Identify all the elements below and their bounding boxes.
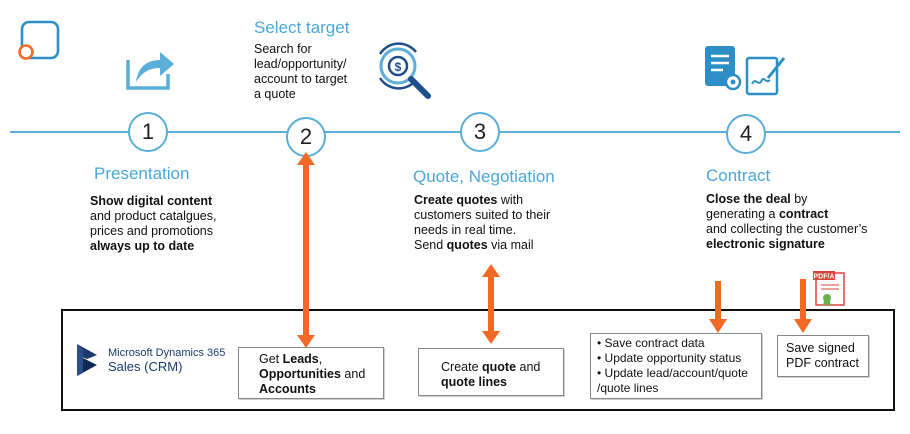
pdf-certificate-icon: PDF/A [813,270,849,313]
double-arrow-step-2 [296,152,316,348]
pdf-badge: PDF/A [814,274,835,281]
desc-line: lead/opportunity/ [254,57,347,71]
document-settings-icon [703,44,743,97]
step-number: 4 [739,121,753,146]
target-search-icon: $ [372,42,436,109]
double-arrow-step-3 [481,264,501,344]
step-4-title: Contract [706,166,771,185]
note-line: PDF contract [786,356,859,370]
signed-contract-note: Save signed PDF contract [777,335,869,377]
step-2-description: Search for lead/opportunity/ account to … [254,42,347,102]
crm-product: Sales (CRM) [108,359,183,374]
desc-line: always up to date [90,239,195,253]
down-arrow-contract-data [708,281,728,333]
desc-line: customers suited to their [414,208,551,222]
step-2-title: Select target [254,18,350,37]
note-bullet: /quote lines [597,381,659,395]
note-bullet: • Update lead/account/quote [597,366,748,380]
share-icon [122,44,176,97]
timeline-line [10,131,900,133]
desc-line: generating a contract [706,207,829,221]
step-3-description: Create quotes with customers suited to t… [414,193,550,253]
contract-updates-note: • Save contract data • Update opportunit… [590,333,762,399]
note-line: Opportunities and [259,367,366,381]
step-1-circle: 1 [128,112,168,152]
desc-line: and collecting the customer’s [706,222,868,236]
step-number: 2 [299,124,313,149]
desc-line: needs in real time. [414,223,517,237]
step-3-title: Quote, Negotiation [413,167,555,186]
crm-label: Microsoft Dynamics 365 Sales (CRM) [108,346,225,374]
step-4-circle: 4 [726,114,766,154]
desc-line: Show digital content [90,194,213,208]
desc-line: Send quotes via mail [414,238,534,252]
note-line: quote lines [441,375,507,389]
app-logo-icon [16,18,62,69]
desc-line: and product catalgues, [90,209,217,223]
leads-note: Get Leads, Opportunities and Accounts [238,347,384,399]
note-line: Create quote and [441,360,541,374]
signature-icon [744,52,788,103]
desc-line: a quote [254,87,296,101]
desc-line: Search for [254,42,312,56]
note-line: Save signed [786,341,855,355]
note-bullet: • Save contract data [597,336,705,350]
step-4-description: Close the deal by generating a contract … [706,192,867,252]
note-line: Get Leads, [259,352,323,366]
step-2-circle: 2 [286,117,326,157]
quote-note: Create quote and quote lines [418,348,564,396]
step-1-title: Presentation [94,164,190,183]
desc-line: account to target [254,72,348,86]
desc-line: electronic signature [706,237,825,251]
desc-line: prices and promotions [90,224,213,238]
step-number: 1 [141,119,155,144]
crm-brand: Microsoft Dynamics 365 [108,347,226,359]
step-number: 3 [473,119,487,144]
down-arrow-signed-pdf [793,279,813,333]
step-3-circle: 3 [460,112,500,152]
desc-line: Create quotes with [414,193,524,207]
svg-text:$: $ [395,60,402,74]
step-1-description: Show digital content and product catalgu… [90,194,216,254]
note-line: Accounts [259,382,316,396]
note-bullet: • Update opportunity status [597,351,742,365]
desc-line: Close the deal by [706,192,808,206]
dynamics-logo-icon [75,343,101,382]
